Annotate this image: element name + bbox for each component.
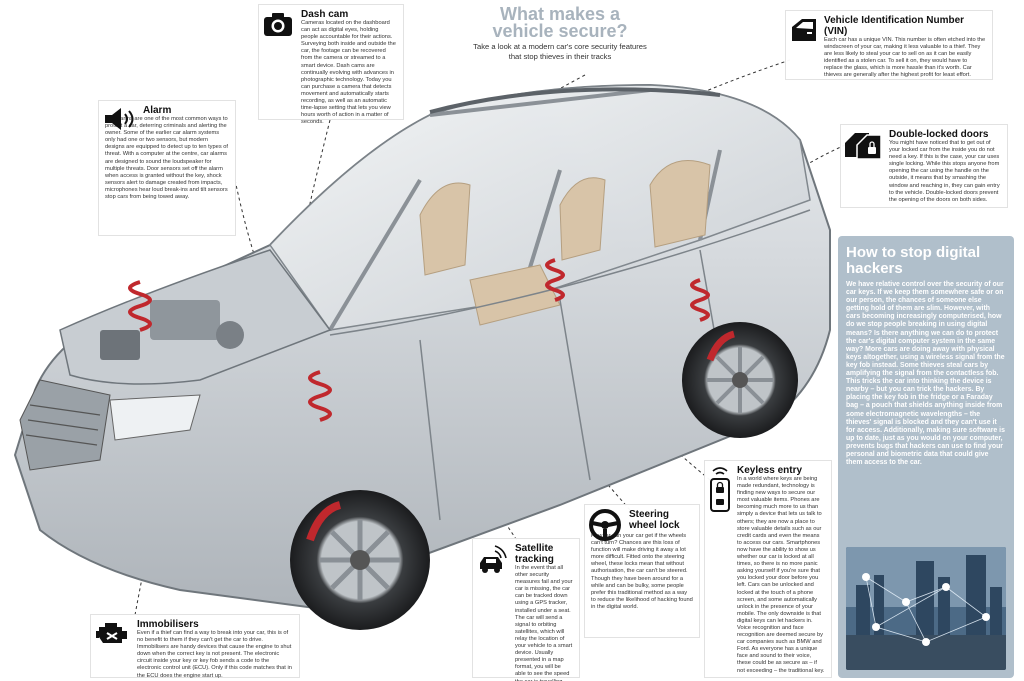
- feature-text: In a world where keys are being made red…: [737, 476, 825, 674]
- camera-icon: [264, 13, 292, 36]
- feature-title: Dash cam: [301, 9, 349, 20]
- feature-title: Steering wheel lock: [629, 509, 680, 531]
- feature-title: Double-locked doors: [889, 129, 989, 140]
- feature-immobilisers: Immobilisers Even if a thief can find a …: [90, 614, 300, 679]
- feature-alarm: Alarm Car alarms are one of the most com…: [98, 100, 236, 236]
- feature-text: You might have noticed that to get out o…: [889, 140, 1000, 203]
- feature-title: Satellite tracking: [515, 543, 554, 565]
- feature-title: Vehicle Identification Number (VIN): [824, 15, 965, 37]
- feature-keyless: Keyless entry In a world where keys are …: [704, 460, 832, 678]
- engine-icon: [96, 623, 127, 643]
- phone-lock-icon: [710, 467, 730, 512]
- feature-doors: Double-locked doors You might have notic…: [840, 124, 1008, 208]
- feature-text: Cameras located on the dashboard can act…: [301, 20, 396, 126]
- smart-city-image: [846, 547, 1006, 670]
- feature-text: In the event that all other security mea…: [515, 565, 573, 681]
- feature-vin: Vehicle Identification Number (VIN) Each…: [785, 10, 993, 80]
- speaker-icon: [105, 108, 134, 130]
- feature-steering: Steering wheel lock How far can your car…: [584, 504, 700, 638]
- car-signal-icon: [480, 545, 507, 573]
- panel-text: We have relative control over the securi…: [846, 281, 1005, 467]
- feature-text: Even if a thief can find a way to break …: [137, 630, 292, 679]
- feature-text: How far can your car get if the wheels c…: [591, 533, 693, 610]
- page-title: What makes a vehicle secure?: [492, 4, 628, 41]
- door-lock-icon: [845, 133, 882, 160]
- feature-title: Alarm: [143, 105, 172, 116]
- engine-bay: [59, 249, 332, 385]
- digital-hackers-panel: How to stop digital hackers We have rela…: [838, 236, 1014, 678]
- car-glasshouse: [269, 84, 811, 331]
- wheels: [290, 322, 798, 630]
- suspension-springs: [128, 258, 710, 422]
- feature-text: Each car has a unique VIN. This number i…: [824, 37, 986, 79]
- feature-satellite: Satellite tracking In the event that all…: [472, 538, 580, 681]
- feature-title: Immobilisers: [137, 619, 199, 630]
- feature-dashcam: Dash cam Cameras located on the dashboar…: [258, 4, 404, 125]
- car-door-icon: [792, 19, 816, 41]
- feature-title: Keyless entry: [737, 465, 803, 476]
- panel-title: How to stop digital hackers: [846, 244, 981, 277]
- page-subtitle: Take a look at a modern car's core secur…: [473, 42, 647, 61]
- steering-wheel-icon: [589, 509, 621, 541]
- feature-text: Car alarms are one of the most common wa…: [105, 116, 229, 201]
